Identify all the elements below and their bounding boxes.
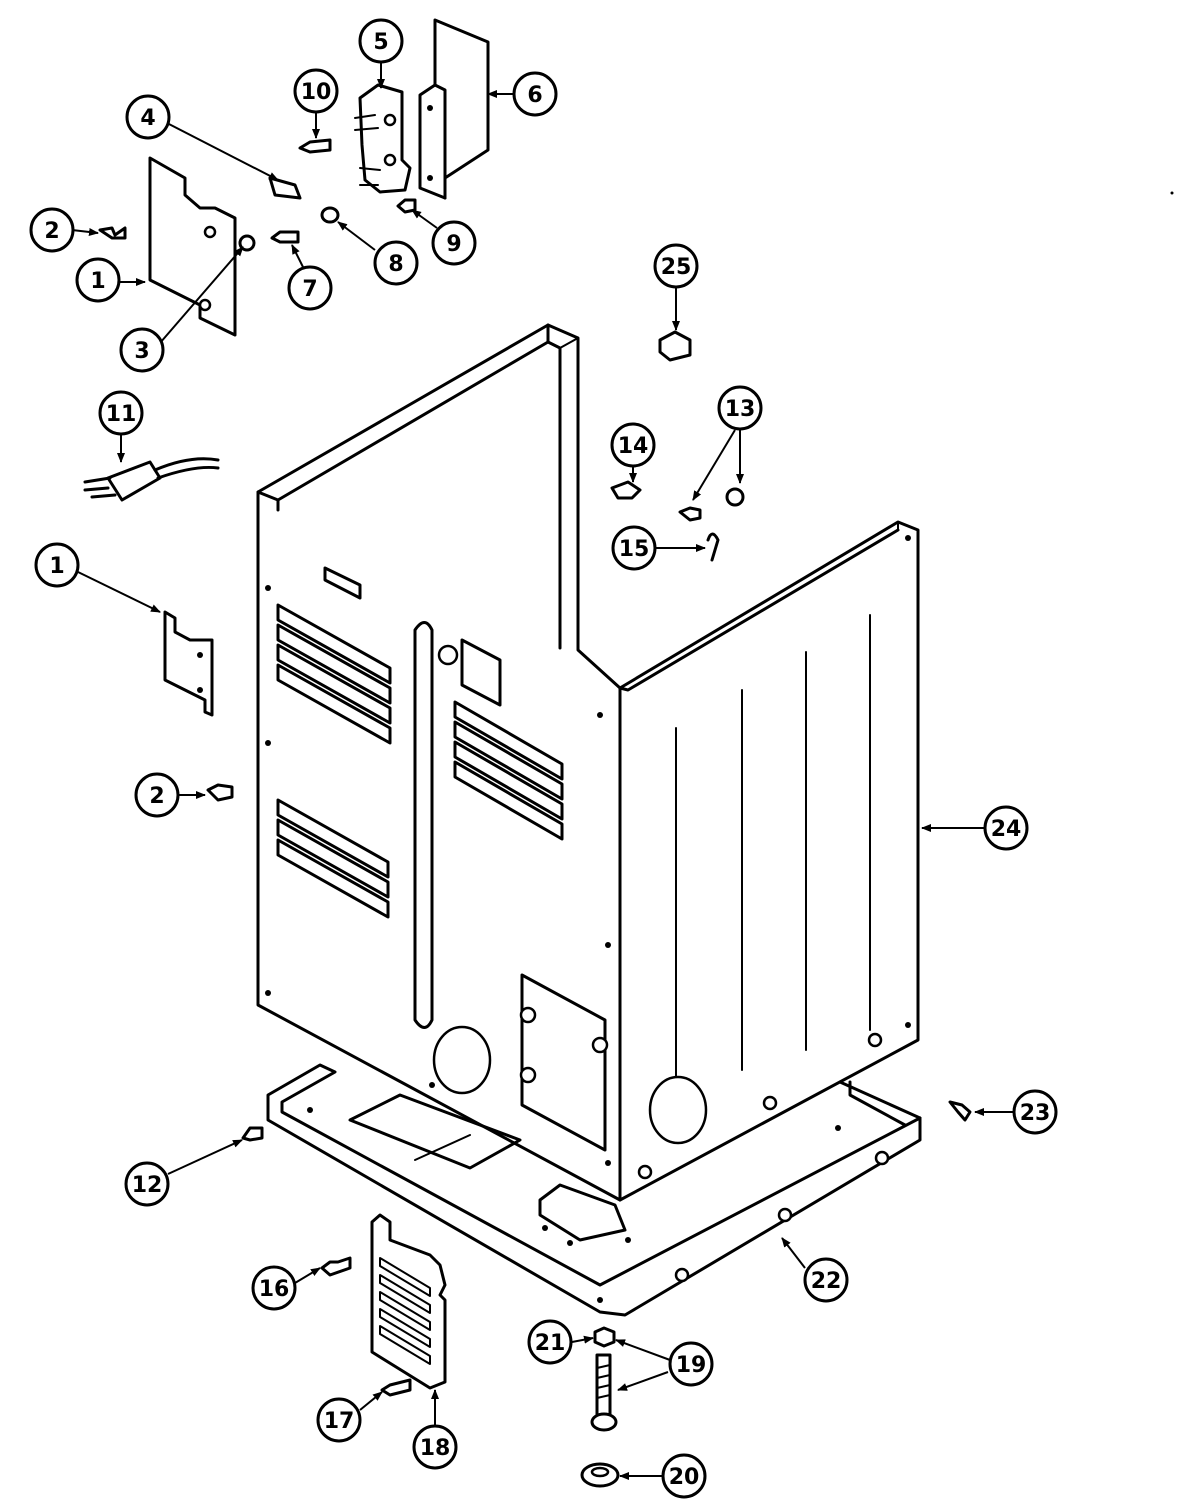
- terminal-block-part: [358, 83, 412, 194]
- callout-9: 9: [431, 220, 477, 266]
- callout-label: 12: [132, 1173, 163, 1198]
- cabinet-part: [256, 323, 920, 1202]
- callout-label: 25: [661, 255, 692, 280]
- callout-label: 15: [619, 537, 650, 562]
- callout-21: 21: [527, 1319, 573, 1365]
- screw-part-23: [948, 1100, 972, 1122]
- callout-label: 18: [420, 1436, 451, 1461]
- screw-part-7: [270, 230, 300, 244]
- callout-4: 4: [125, 94, 171, 140]
- callout-label: 9: [446, 232, 461, 257]
- callout-label: 16: [259, 1277, 290, 1302]
- callout-3: 3: [119, 327, 165, 373]
- callout-label: 2: [44, 219, 59, 244]
- callout-17: 17: [316, 1397, 362, 1443]
- callout-25: 25: [653, 243, 699, 289]
- callout-5: 5: [358, 18, 404, 64]
- screw-part-17: [380, 1378, 412, 1397]
- nut-part-21: [593, 1326, 616, 1348]
- screw-part-10: [298, 138, 332, 154]
- callout-1-top: 1: [75, 257, 121, 303]
- callout-8: 8: [373, 240, 419, 286]
- callout-7: 7: [287, 265, 333, 311]
- callout-label: 6: [527, 83, 542, 108]
- callout-label: 1: [90, 269, 105, 294]
- callout-label: 17: [324, 1409, 355, 1434]
- callout-22: 22: [803, 1257, 849, 1303]
- callout-18: 18: [412, 1424, 458, 1470]
- callout-label: 10: [301, 80, 332, 105]
- callout-label: 23: [1020, 1101, 1051, 1126]
- callout-label: 13: [725, 397, 756, 422]
- clip-part-25: [658, 330, 692, 362]
- screw-part-9: [396, 198, 417, 214]
- callout-15: 15: [611, 525, 657, 571]
- callout-label: 19: [676, 1353, 707, 1378]
- callout-12: 12: [124, 1161, 170, 1207]
- screw-part-2: [206, 783, 234, 802]
- callout-11: 11: [98, 390, 144, 436]
- callout-label: 2: [149, 784, 164, 809]
- screw-part-12: [241, 1126, 264, 1142]
- callout-2-top: 2: [29, 207, 75, 253]
- callout-13: 13: [717, 385, 763, 431]
- callout-6: 6: [512, 71, 558, 117]
- bracket-part-2: [163, 610, 214, 717]
- terminal-bracket-part: [418, 18, 490, 200]
- callout-label: 21: [535, 1331, 566, 1356]
- callout-label: 20: [669, 1465, 700, 1490]
- callout-10: 10: [293, 68, 339, 114]
- callout-label: 22: [811, 1269, 842, 1294]
- bracket-part: [148, 156, 237, 337]
- callout-24: 24: [983, 805, 1029, 851]
- callout-19: 19: [668, 1341, 714, 1387]
- callout-label: 8: [388, 252, 403, 277]
- clip-part-14: [610, 480, 642, 500]
- hook-part: [706, 532, 720, 562]
- callout-label: 24: [991, 817, 1022, 842]
- bolt-part: [590, 1353, 618, 1432]
- screw-part: [98, 226, 127, 240]
- callout-16: 16: [251, 1265, 297, 1311]
- leader-lines: [71, 62, 1013, 1480]
- callout-label: 3: [134, 339, 149, 364]
- callout-label: 1: [49, 554, 64, 579]
- washer-part-13: [725, 487, 745, 507]
- callout-label: 5: [373, 30, 388, 55]
- callout-14: 14: [610, 422, 656, 468]
- callout-23: 23: [1012, 1089, 1058, 1135]
- base-part: [266, 1063, 922, 1317]
- clip-part: [268, 176, 302, 200]
- callout-1-left: 1: [34, 542, 80, 588]
- callout-2-left: 2: [134, 772, 180, 818]
- power-cord-part: [83, 457, 220, 502]
- washer-part: [320, 206, 340, 224]
- screw-part-16: [320, 1256, 352, 1277]
- callout-label: 7: [302, 277, 317, 302]
- callout-label: 14: [618, 434, 649, 459]
- louvred-panel-part: [370, 1213, 447, 1390]
- screw-part-13: [678, 506, 702, 522]
- callout-20: 20: [661, 1453, 707, 1499]
- callout-label: 4: [140, 106, 155, 131]
- callout-label: 11: [106, 402, 137, 427]
